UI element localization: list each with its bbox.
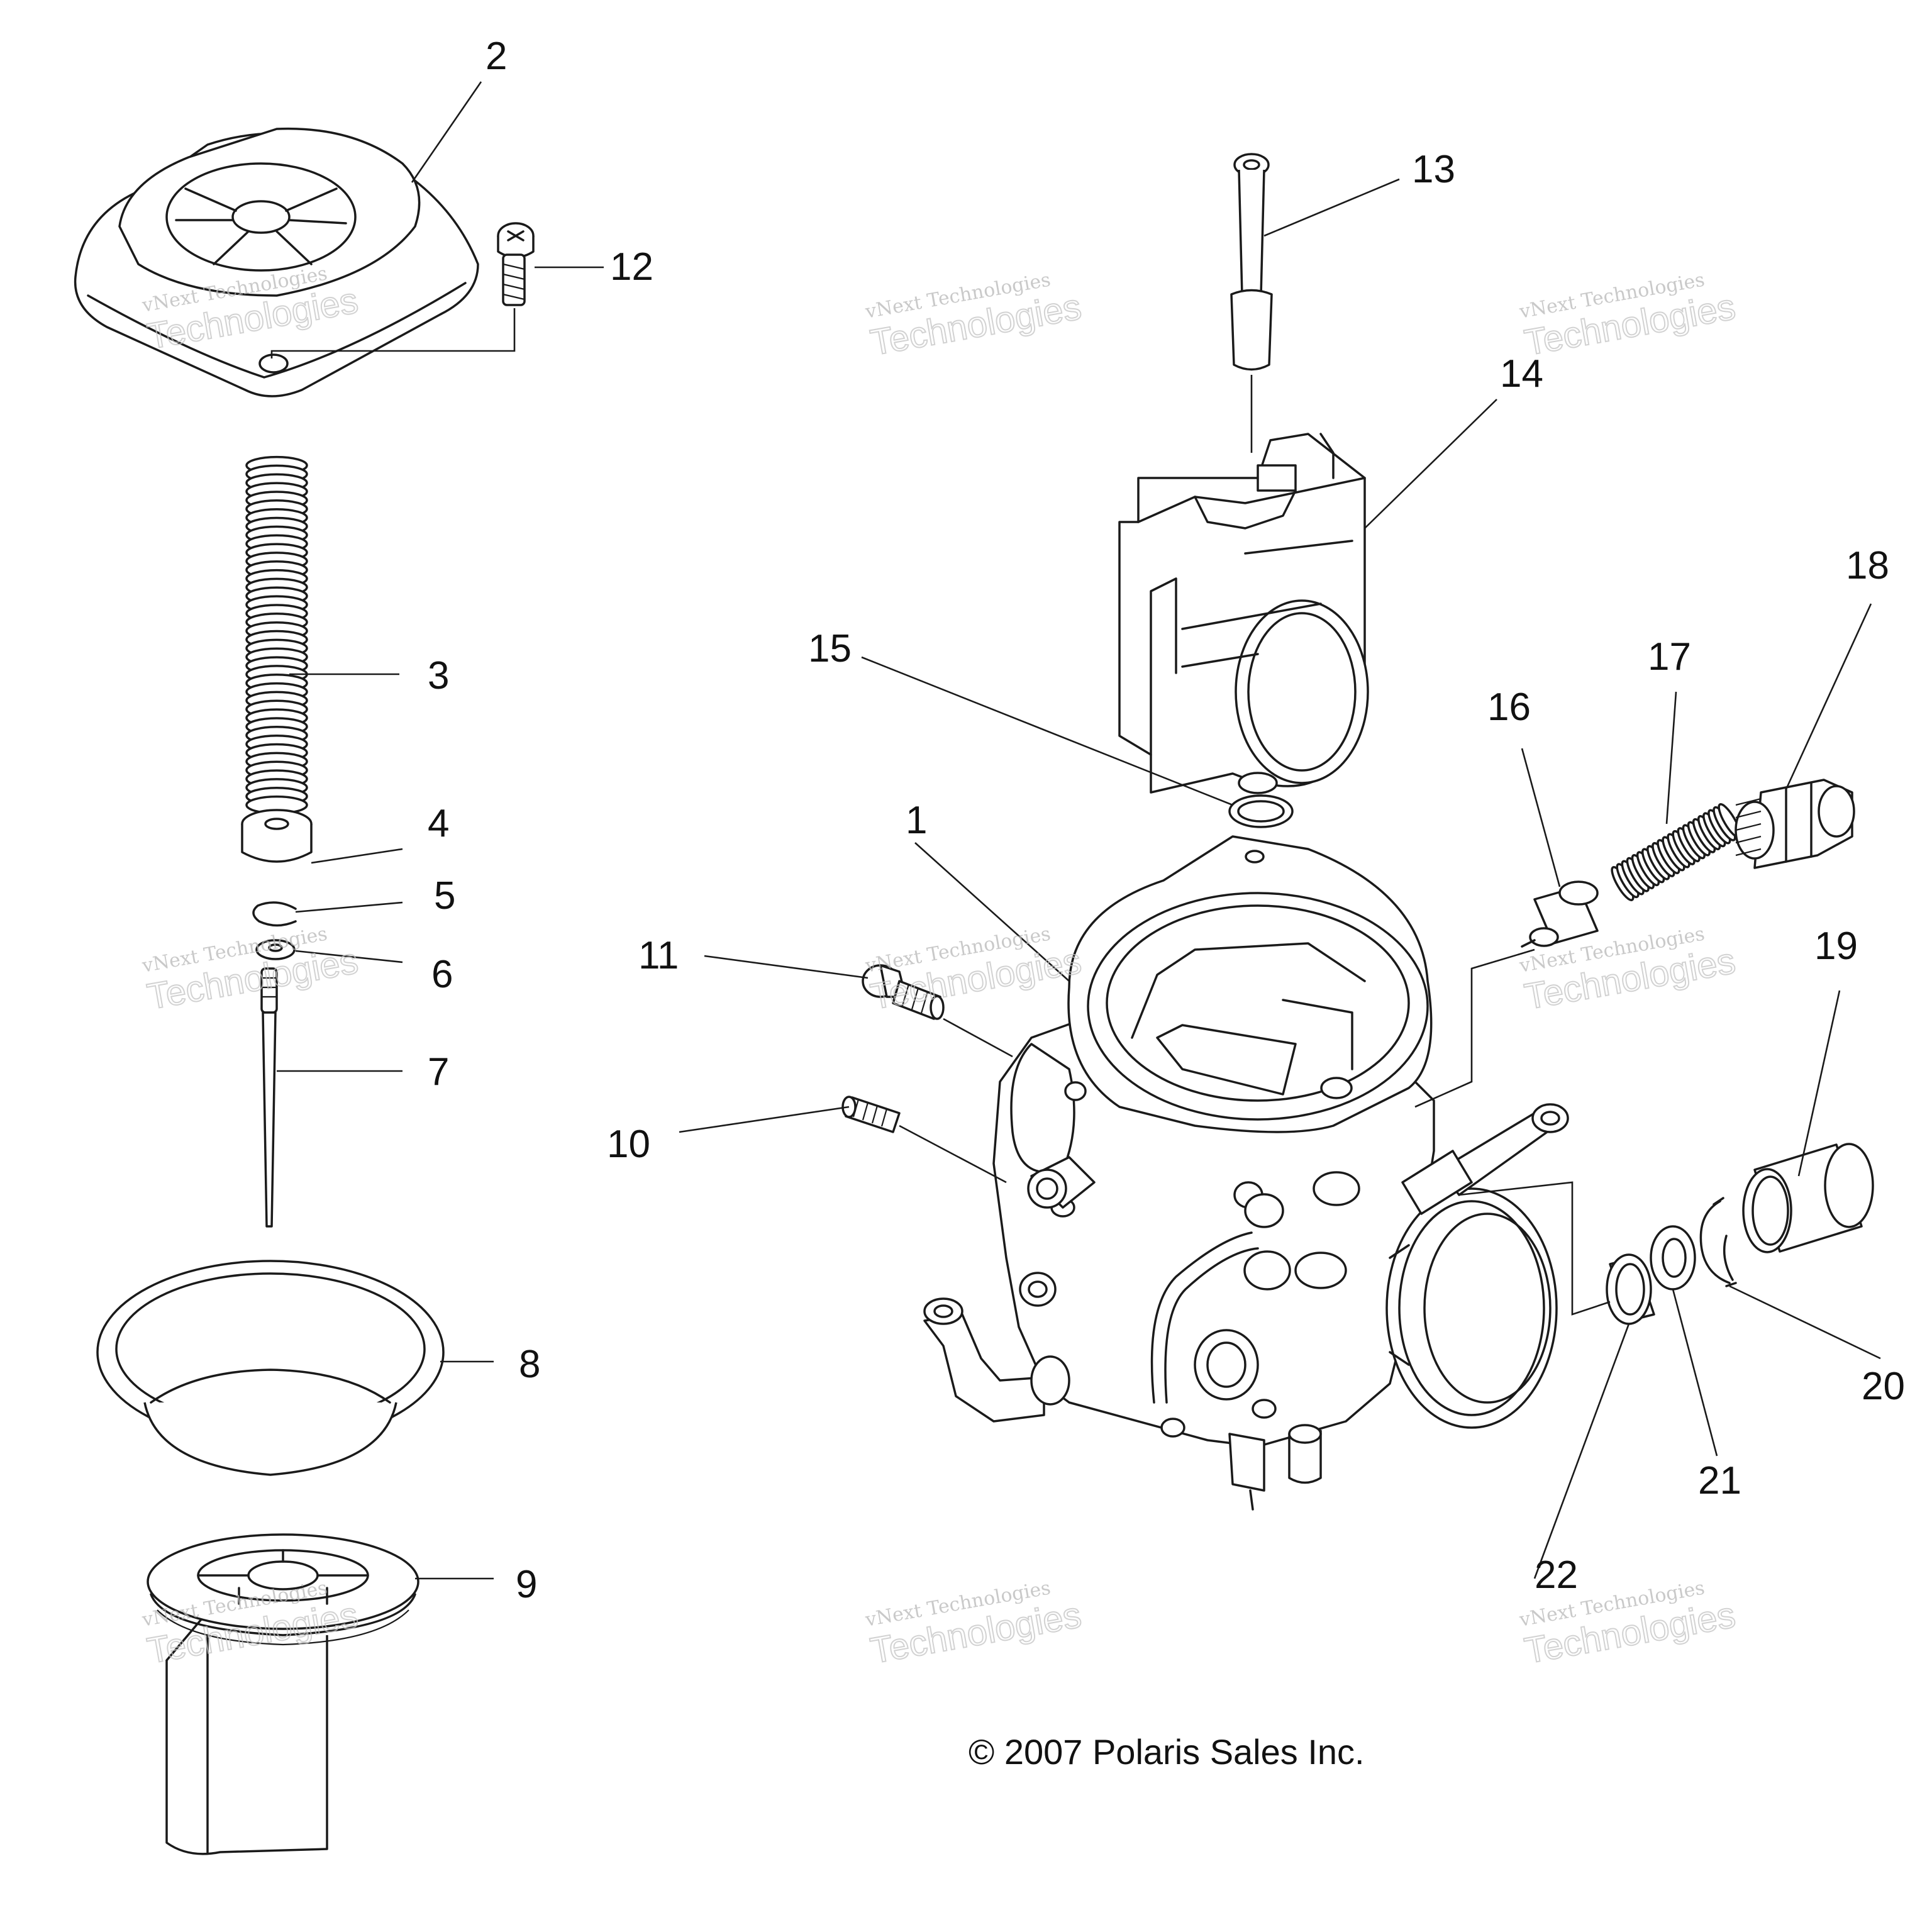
callout-6: 6: [431, 953, 453, 996]
part-21-washer: [1650, 1225, 1696, 1291]
callout-leaders: [277, 81, 1881, 1580]
callout-numbers: 1 2 3 4 5 6 7 8 9 10 11 12 13 14 15 16 1…: [428, 35, 1905, 1606]
part-1-carburetor-body: [923, 835, 1569, 1511]
part-6-washer: [255, 939, 296, 960]
watermarks: vNext Technologies Technologies vNext Te…: [140, 263, 1740, 1672]
watermark: vNext Technologies Technologies: [140, 923, 362, 1018]
callout-1: 1: [906, 799, 927, 842]
part-15-o-ring: [1228, 794, 1294, 828]
part-3-spring: [245, 455, 308, 815]
part-14-top-cap: [1118, 433, 1369, 794]
copyright-notice: © 2007 Polaris Sales Inc.: [969, 1732, 1365, 1772]
part-7-jet-needle: [260, 967, 278, 1228]
part-17-choke-spring: [1611, 803, 1741, 901]
callout-11: 11: [638, 934, 679, 977]
callout-18: 18: [1846, 544, 1889, 587]
part-22-bushing: [1458, 1181, 1655, 1325]
part-9-throttle-slide: [147, 1533, 419, 1855]
watermark: vNext Technologies Technologies: [863, 923, 1085, 1018]
callout-2: 2: [486, 35, 507, 78]
watermark: vNext Technologies Technologies: [863, 1577, 1085, 1672]
part-12-screw: [270, 222, 535, 358]
part-19-cap: [1742, 1143, 1874, 1253]
callout-16: 16: [1487, 686, 1531, 729]
callout-8: 8: [519, 1343, 540, 1386]
callout-12: 12: [610, 245, 653, 289]
part-4-spring-seat: [241, 809, 313, 863]
callout-14: 14: [1500, 352, 1543, 396]
callout-19: 19: [1814, 924, 1858, 968]
part-10-pilot-screw: [841, 1096, 1007, 1184]
callout-4: 4: [428, 802, 449, 845]
callout-3: 3: [428, 654, 449, 697]
part-11-idle-screw: [862, 964, 1013, 1058]
callout-7: 7: [428, 1050, 449, 1094]
part-20-clip: [1699, 1197, 1737, 1287]
callout-13: 13: [1412, 148, 1455, 191]
part-5-clip: [252, 901, 297, 927]
watermark: vNext Technologies Technologies: [1518, 269, 1740, 364]
callout-17: 17: [1648, 635, 1691, 679]
callout-21: 21: [1698, 1459, 1741, 1502]
callout-10: 10: [607, 1123, 650, 1166]
part-13-plunger-rod: [1230, 153, 1273, 453]
callout-5: 5: [434, 874, 455, 918]
callout-22: 22: [1535, 1553, 1578, 1597]
part-18-choke-nut: [1735, 779, 1855, 869]
part-8-diaphragm: [96, 1260, 445, 1476]
callout-9: 9: [516, 1563, 537, 1606]
callout-15: 15: [808, 627, 852, 670]
part-2-top-cover: [74, 127, 479, 397]
callout-20: 20: [1862, 1365, 1905, 1408]
part-16-choke-plunger: [1414, 880, 1599, 1108]
watermark: vNext Technologies Technologies: [863, 269, 1085, 364]
